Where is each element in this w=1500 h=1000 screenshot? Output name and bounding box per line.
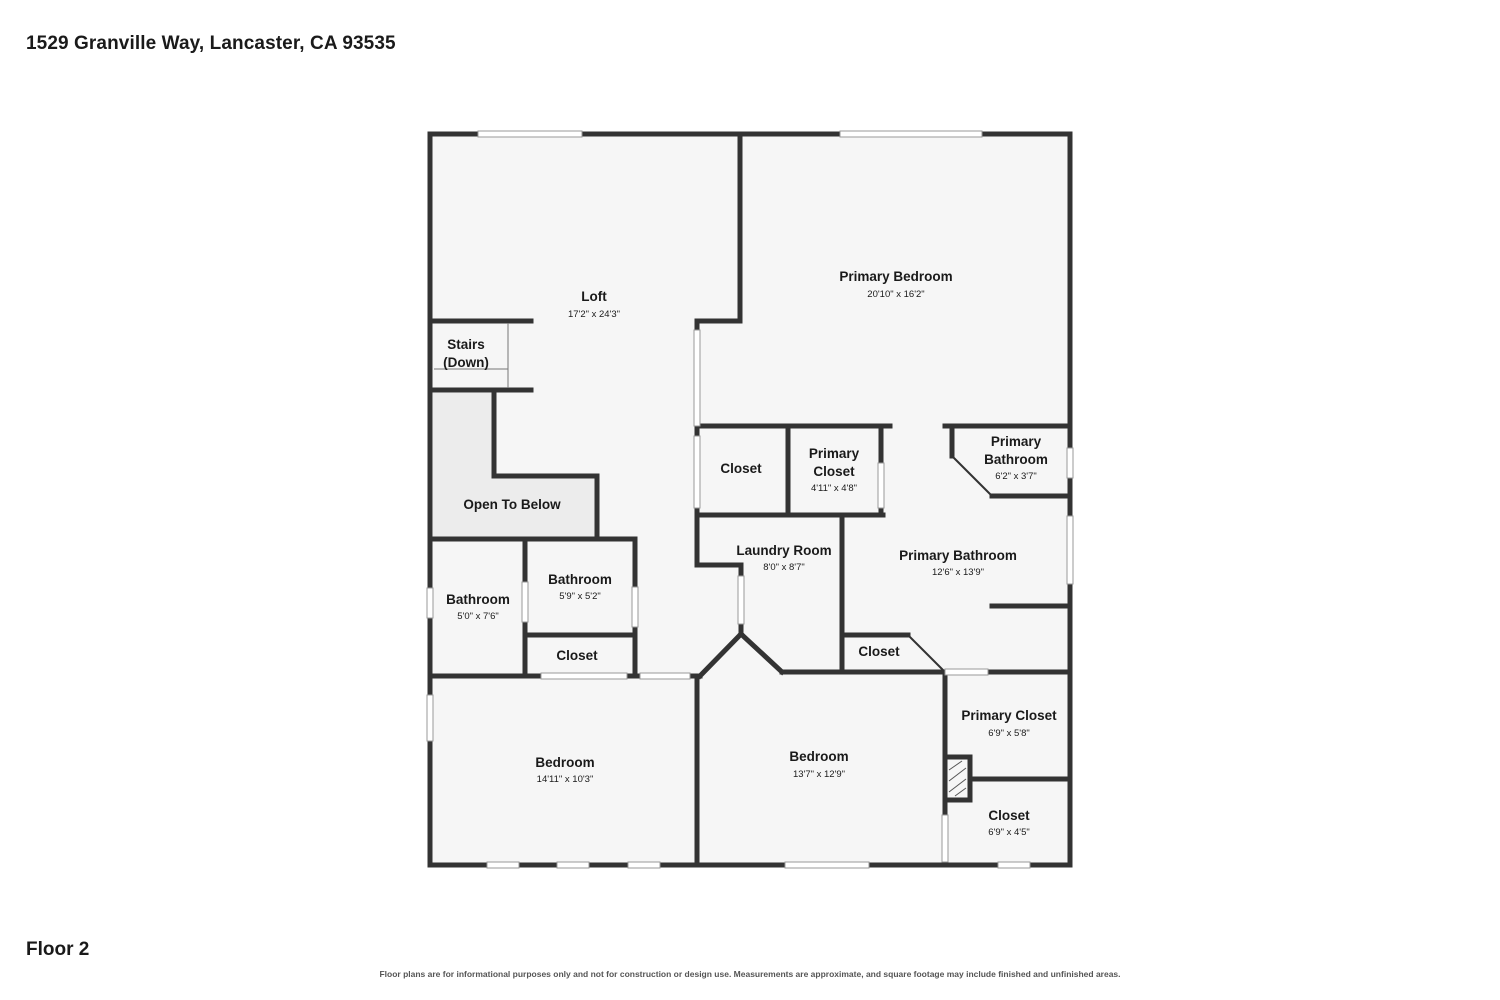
room-dims-loft: 17'2" x 24'3" bbox=[568, 309, 620, 320]
room-dims-primary-bedroom: 20'10" x 16'2" bbox=[867, 289, 924, 300]
room-dims-primary-bathroom: 12'6" x 13'9" bbox=[932, 567, 984, 578]
stair-treads bbox=[434, 323, 509, 388]
room-name-closet-b: Closet bbox=[556, 648, 598, 663]
room-dims-bedroom-a: 14'11" x 10'3" bbox=[537, 774, 594, 785]
open-to-below-area bbox=[433, 393, 597, 537]
floor-label: Floor 2 bbox=[26, 939, 90, 960]
room-dims-laundry-room: 8'0" x 8'7" bbox=[763, 562, 805, 573]
room-name-bathroom-b: Bathroom bbox=[548, 572, 612, 587]
room-dims-bathroom-b: 5'9" x 5'2" bbox=[559, 591, 601, 602]
room-dims-primary-closet-a: 4'11" x 4'8" bbox=[811, 483, 857, 494]
room-name-bathroom-a: Bathroom bbox=[446, 592, 510, 607]
room-dims-primary-bathroom-small: 6'2" x 3'7" bbox=[995, 471, 1037, 482]
room-dims-closet-d: 6'9" x 4'5" bbox=[988, 827, 1030, 838]
room-name-primary-bathroom-small-2: Bathroom bbox=[984, 452, 1048, 467]
room-name-closet-a: Closet bbox=[720, 461, 762, 476]
angled-walls bbox=[907, 455, 993, 673]
room-name-loft: Loft bbox=[581, 289, 607, 304]
room-name-closet-d: Closet bbox=[988, 808, 1030, 823]
room-name-closet-c: Closet bbox=[858, 644, 900, 659]
room-name-stairs: Stairs bbox=[447, 337, 485, 352]
room-name-stairs-down: (Down) bbox=[443, 355, 489, 370]
room-dims-primary-closet-b: 6'9" x 5'8" bbox=[988, 728, 1030, 739]
room-name-open-to-below: Open To Below bbox=[463, 497, 561, 512]
room-name-laundry-room: Laundry Room bbox=[736, 543, 831, 558]
room-name-primary-bathroom-small-1: Primary bbox=[991, 434, 1042, 449]
room-dims-bedroom-b: 13'7" x 12'9" bbox=[793, 769, 845, 780]
disclaimer-text: Floor plans are for informational purpos… bbox=[379, 969, 1121, 979]
room-name-primary-closet-b: Primary Closet bbox=[961, 708, 1057, 723]
room-name-primary-bathroom: Primary Bathroom bbox=[899, 548, 1017, 563]
room-name-primary-closet-a-1: Primary bbox=[809, 446, 860, 461]
property-address: 1529 Granville Way, Lancaster, CA 93535 bbox=[26, 33, 396, 54]
windows bbox=[426, 130, 1074, 869]
room-name-bedroom-b: Bedroom bbox=[789, 749, 848, 764]
room-name-primary-bedroom: Primary Bedroom bbox=[839, 269, 952, 284]
walls bbox=[427, 131, 1073, 868]
chase-hatch bbox=[948, 760, 967, 797]
room-labels: Loft 17'2" x 24'3" Primary Bedroom 20'10… bbox=[443, 269, 1057, 838]
room-name-primary-closet-a-2: Closet bbox=[813, 464, 855, 479]
room-name-bedroom-a: Bedroom bbox=[535, 755, 594, 770]
room-dims-bathroom-a: 5'0" x 7'6" bbox=[457, 611, 499, 622]
